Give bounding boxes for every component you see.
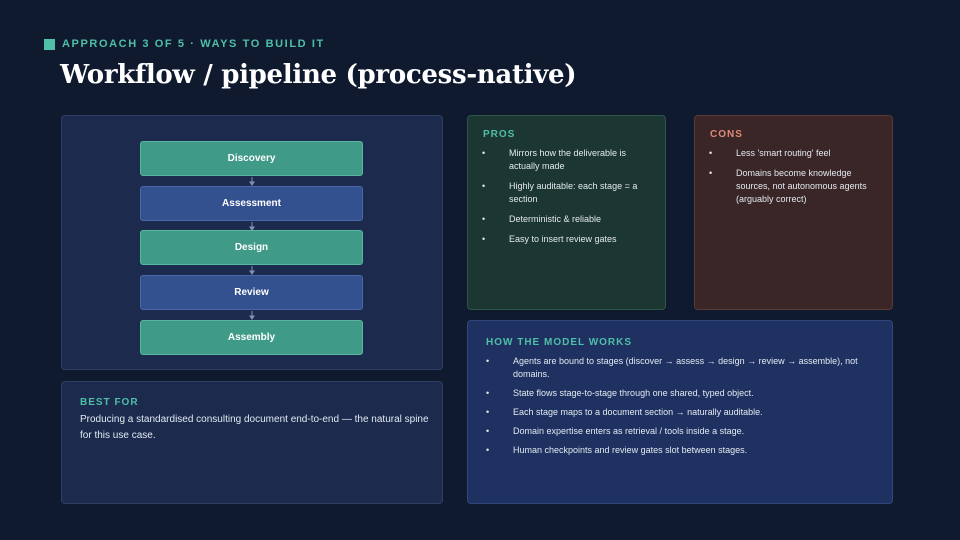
best-for-heading: BEST FOR [80, 397, 139, 408]
stage-design: Design [140, 230, 363, 265]
pros-panel: PROS Mirrors how the deliverable is actu… [467, 115, 666, 310]
list-item: State flows stage-to-stage through one s… [486, 387, 886, 400]
list-item: Mirrors how the deliverable is actually … [482, 147, 654, 173]
cons-heading: CONS [710, 129, 743, 140]
arrow-down-icon [248, 266, 256, 275]
list-item: Easy to insert review gates [482, 233, 654, 246]
pipeline-diagram-panel: Discovery Assessment Design Review Assem… [61, 115, 443, 370]
list-item: Less 'smart routing' feel [709, 147, 881, 160]
best-for-text: Producing a standardised consulting docu… [80, 414, 429, 441]
eyebrow-label: APPROACH 3 OF 5 · WAYS TO BUILD IT [62, 38, 325, 50]
how-it-works-panel: HOW THE MODEL WORKS Agents are bound to … [467, 320, 893, 504]
arrow-down-icon [248, 177, 256, 186]
stage-review: Review [140, 275, 363, 310]
pros-list: Mirrors how the deliverable is actually … [482, 147, 654, 253]
list-item: Deterministic & reliable [482, 213, 654, 226]
slide-title: Workflow / pipeline (process-native) [60, 60, 577, 90]
pros-heading: PROS [483, 129, 516, 140]
cons-list: Less 'smart routing' feel Domains become… [709, 147, 881, 213]
eyebrow-square-icon [44, 38, 55, 50]
stage-discovery: Discovery [140, 141, 363, 176]
list-item: Domain expertise enters as retrieval / t… [486, 425, 886, 438]
list-item: Highly auditable: each stage = a section [482, 180, 654, 206]
stage-assessment: Assessment [140, 186, 363, 221]
list-item: Each stage maps to a document section → … [486, 406, 886, 419]
list-item: Domains become knowledge sources, not au… [709, 167, 881, 206]
stage-assembly: Assembly [140, 320, 363, 355]
list-item: Human checkpoints and review gates slot … [486, 444, 886, 457]
how-it-works-heading: HOW THE MODEL WORKS [486, 337, 633, 348]
arrow-down-icon [248, 222, 256, 231]
cons-panel: CONS Less 'smart routing' feel Domains b… [694, 115, 893, 310]
arrow-down-icon [248, 311, 256, 320]
how-it-works-list: Agents are bound to stages (discover → a… [486, 355, 886, 463]
section-eyebrow: APPROACH 3 OF 5 · WAYS TO BUILD IT [44, 38, 325, 50]
list-item: Agents are bound to stages (discover → a… [486, 355, 886, 381]
best-for-panel: BEST FOR Producing a standardised consul… [61, 381, 443, 504]
